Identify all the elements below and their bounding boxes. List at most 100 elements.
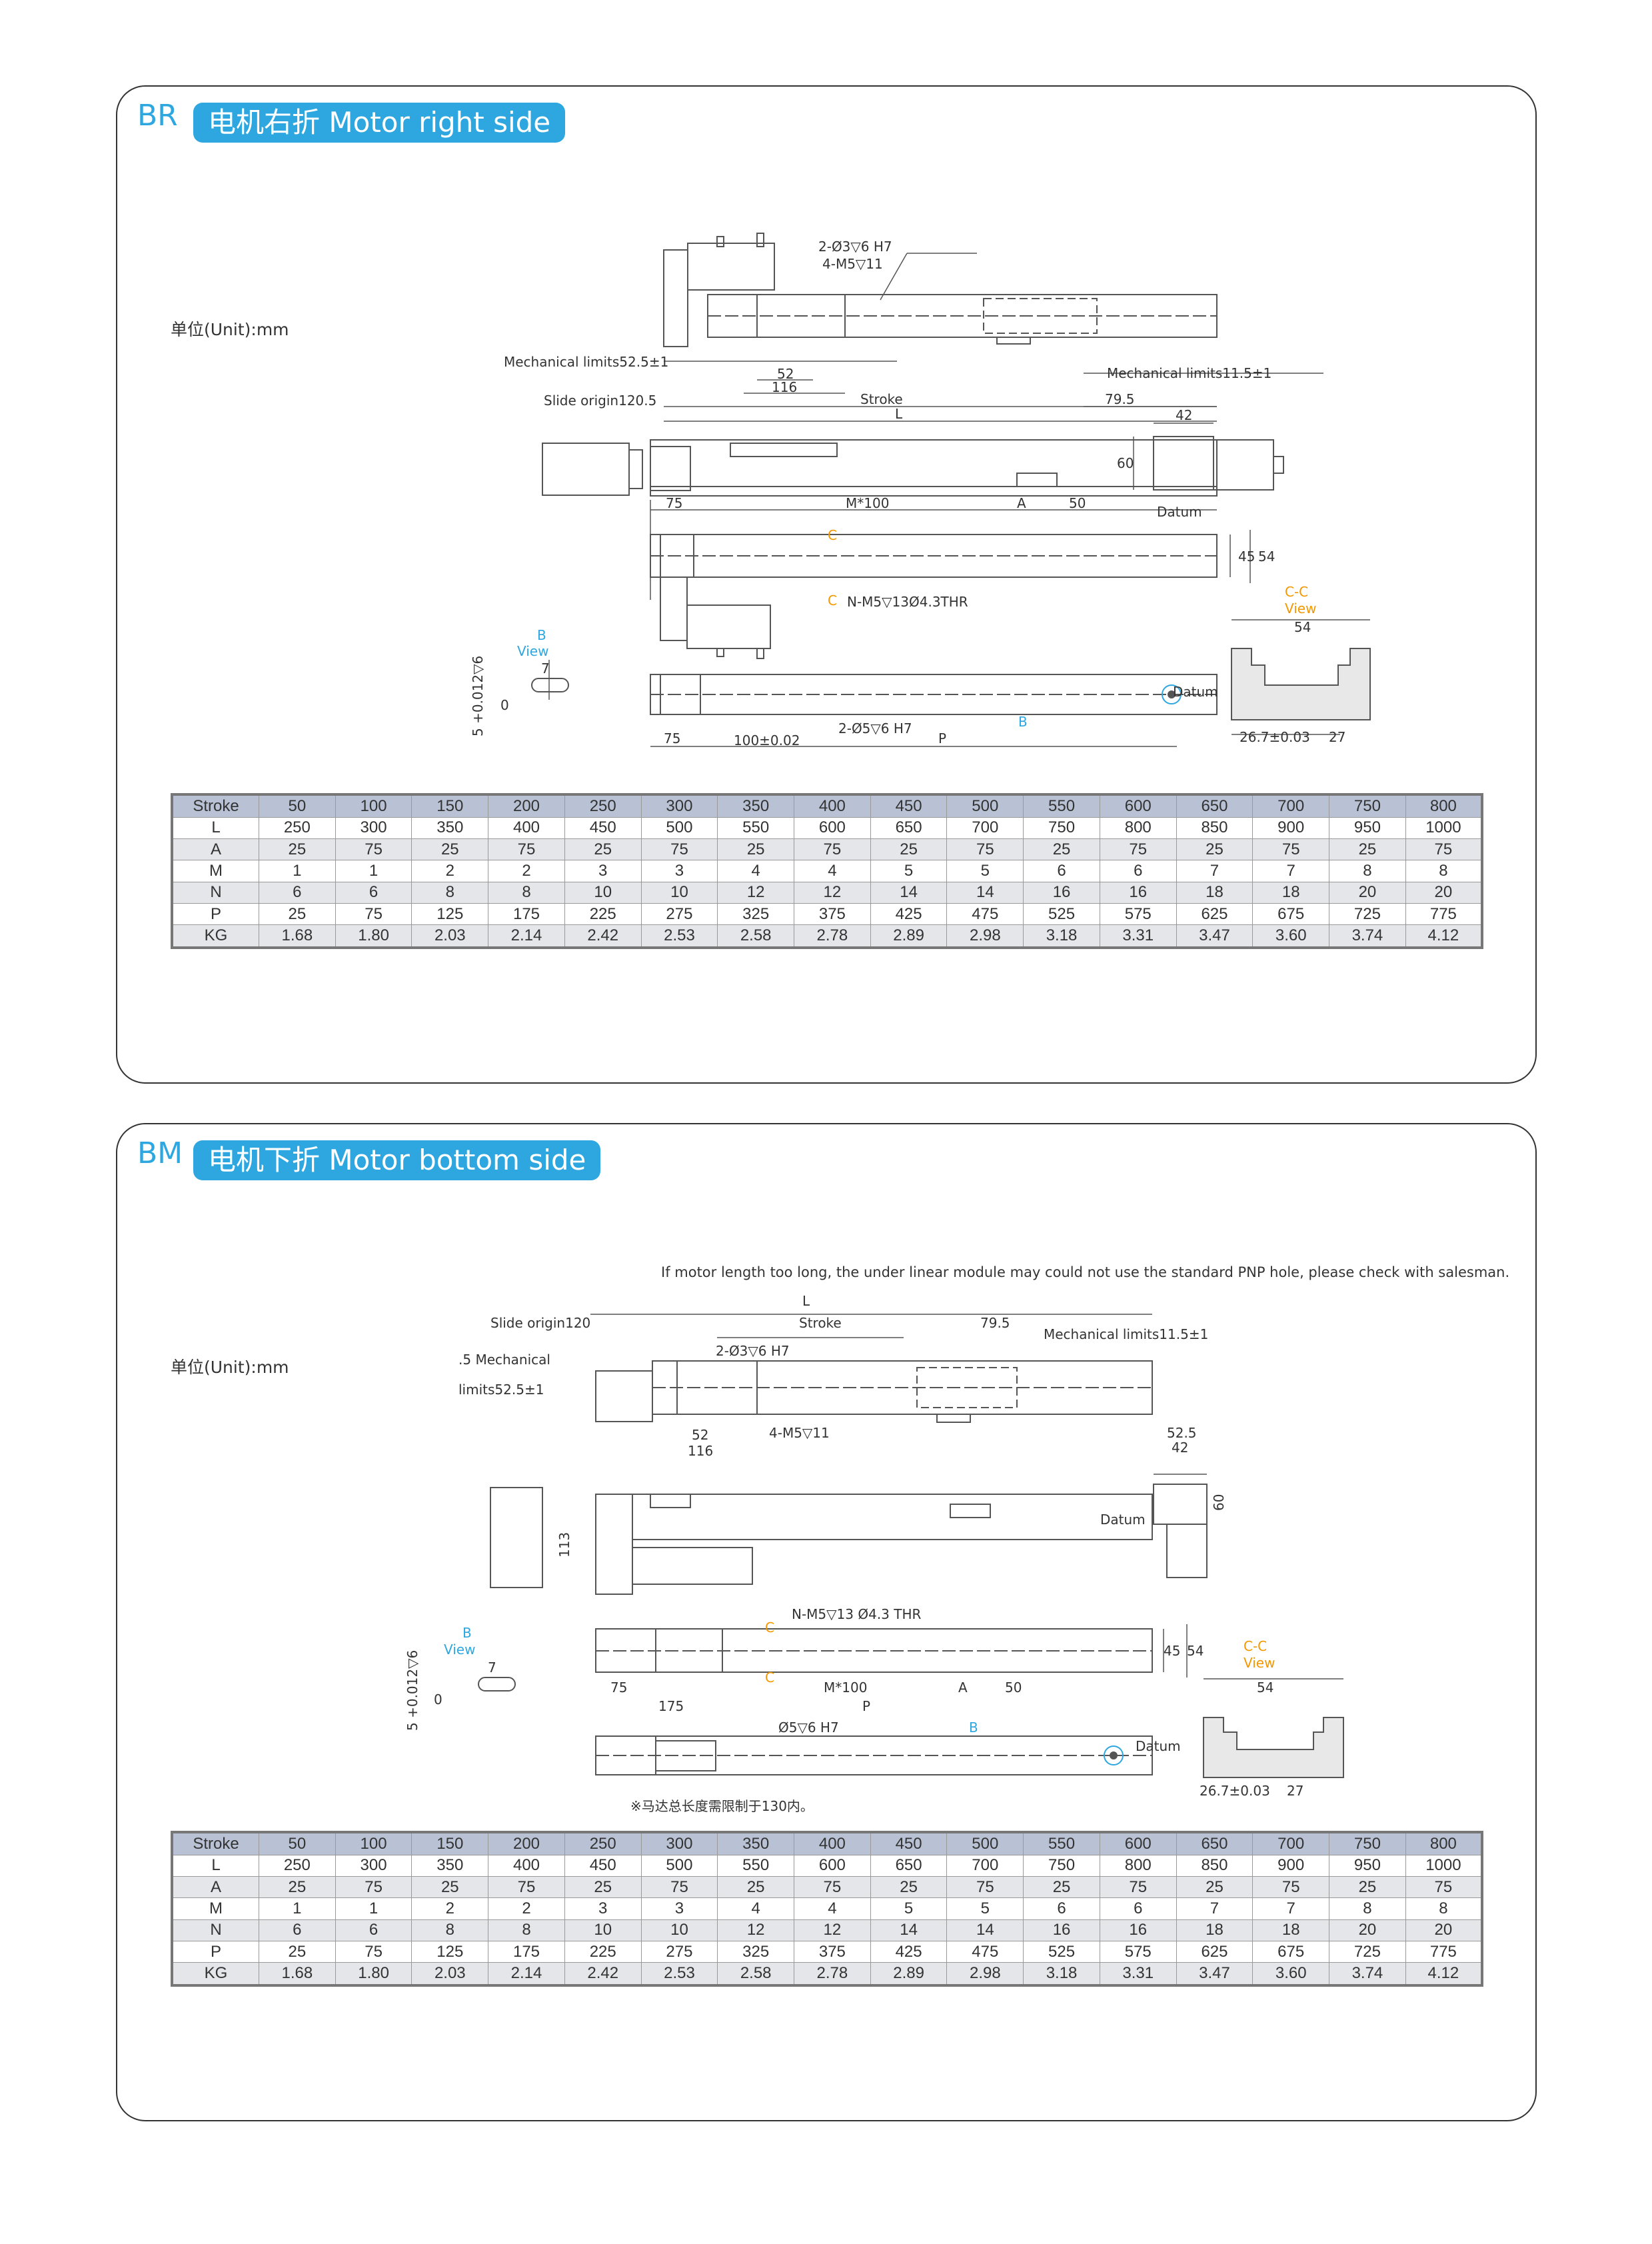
table-cell: 2.58: [717, 924, 795, 948]
slide-origin: Slide origin120: [490, 1315, 590, 1331]
table-cell: 3: [564, 860, 642, 882]
table-cell: 750: [1329, 1831, 1406, 1855]
table-cell: 2.42: [564, 924, 642, 948]
b-view-detail: [531, 660, 569, 700]
table-cell: 5: [870, 1897, 948, 1920]
hole-h7-note: 2-Ø3▽6 H7: [818, 239, 892, 255]
table-cell: 75: [946, 838, 1024, 861]
table-cell: 475: [946, 1941, 1024, 1963]
table-cell: 7: [1252, 860, 1330, 882]
table-cell: 14: [870, 881, 948, 904]
table-cell: 25: [259, 1941, 336, 1963]
b-label: B: [537, 627, 546, 643]
table-cell: 800: [1405, 794, 1483, 818]
table-cell: 20: [1329, 1919, 1406, 1942]
table-cell: 775: [1405, 1941, 1483, 1963]
cc-label: C-C: [1285, 584, 1308, 600]
cc-section: [1231, 619, 1371, 735]
table-cell: 325: [717, 1941, 795, 1963]
table-cell: 8: [1329, 1897, 1406, 1920]
row-header: L: [171, 1854, 259, 1877]
table-cell: 25: [870, 1875, 948, 1899]
unit-label: 单位(Unit):mm: [171, 320, 289, 339]
table-cell: 2.78: [794, 1962, 871, 1986]
table-cell: 16: [1099, 1919, 1177, 1942]
table-cell: 550: [717, 1854, 795, 1877]
table-cell: 2.53: [640, 1962, 718, 1986]
table-cell: 8: [488, 881, 565, 904]
row-header: P: [171, 903, 259, 926]
end-view: [1153, 1474, 1208, 1578]
dim-75: 75: [610, 1680, 627, 1695]
table-cell: 350: [717, 1831, 795, 1855]
datum-end-view: Datum: [1157, 504, 1202, 520]
dim-52-5: 52.5: [1167, 1425, 1197, 1441]
table-cell: 10: [564, 881, 642, 904]
dim-7: 7: [541, 660, 550, 676]
table-cell: 25: [411, 838, 489, 861]
table-cell: 4: [717, 860, 795, 882]
dim-75-bottom: 75: [664, 730, 680, 746]
slide-origin: Slide origin120.5: [544, 393, 656, 409]
b-mark: B: [1018, 714, 1028, 730]
dim-79-5: 79.5: [1105, 391, 1135, 407]
table-cell: 3: [640, 860, 718, 882]
table-cell: 16: [1099, 881, 1177, 904]
dim-L: L: [802, 1293, 810, 1309]
table-cell: 700: [946, 816, 1024, 839]
table-cell: 250: [564, 794, 642, 818]
table-cell: 550: [1023, 794, 1100, 818]
row-header: L: [171, 816, 259, 839]
section-code: BM: [137, 1136, 183, 1170]
table-cell: 2.42: [564, 1962, 642, 1986]
table-cell: 450: [564, 1854, 642, 1877]
dim-M100: M*100: [824, 1680, 867, 1695]
dim-L: L: [895, 406, 903, 422]
table-cell: 2: [488, 860, 565, 882]
table-cell: 300: [335, 816, 413, 839]
dim-45: 45: [1164, 1643, 1180, 1659]
table-cell: 250: [259, 1854, 336, 1877]
table-cell: 600: [794, 816, 871, 839]
table-cell: 3.74: [1329, 1962, 1406, 1986]
table-cell: 2: [488, 1897, 565, 1920]
table-cell: 3.60: [1252, 1962, 1330, 1986]
table-cell: 7: [1176, 860, 1253, 882]
dim-116: 116: [772, 379, 797, 395]
c-mark-bottom: C: [765, 1670, 774, 1685]
dim-60: 60: [1211, 1494, 1227, 1511]
table-cell: 25: [564, 1875, 642, 1899]
table-cell: 300: [640, 794, 718, 818]
row-header: A: [171, 1875, 259, 1899]
table-cell: 25: [1176, 838, 1253, 861]
table-cell: 175: [488, 903, 565, 926]
cc-section: [1203, 1678, 1344, 1778]
dims-top: [664, 253, 1323, 422]
table-cell: 25: [1023, 1875, 1100, 1899]
dim-52: 52: [777, 366, 794, 382]
table-cell: 1000: [1405, 1854, 1483, 1877]
table-cell: 275: [640, 903, 718, 926]
table-cell: 225: [564, 1941, 642, 1963]
table-cell: 6: [259, 1919, 336, 1942]
table-cell: 375: [794, 903, 871, 926]
table-cell: 750: [1023, 1854, 1100, 1877]
top-view: [663, 233, 1218, 347]
dim-P: P: [938, 730, 946, 746]
table-cell: 4.12: [1405, 1962, 1483, 1986]
table-cell: 850: [1176, 816, 1253, 839]
dim-A: A: [958, 1680, 968, 1695]
table-cell: 1.80: [335, 924, 413, 948]
dim-stroke: Stroke: [860, 391, 903, 407]
tolerance-zero: 0: [500, 697, 509, 713]
dim-50: 50: [1005, 1680, 1022, 1695]
dim-A: A: [1017, 495, 1026, 511]
table-cell: 1.80: [335, 1962, 413, 1986]
section-code: BR: [137, 99, 178, 133]
table-cell: 25: [870, 838, 948, 861]
b-label: B: [462, 1625, 472, 1641]
table-cell: 10: [640, 1919, 718, 1942]
